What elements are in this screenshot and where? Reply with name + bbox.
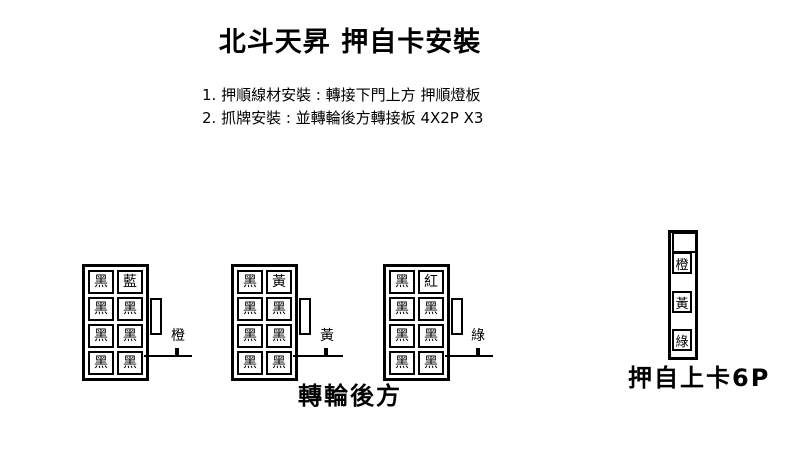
pin: 黑	[117, 297, 143, 321]
pin: 黑	[237, 270, 263, 294]
pin: 黑	[418, 351, 444, 375]
pin: 黑	[237, 324, 263, 348]
card-pin: 橙	[672, 252, 692, 274]
pin: 黑	[389, 351, 415, 375]
reel-rear-caption: 轉輪後方	[298, 382, 402, 410]
wire-color-label: 橙	[171, 328, 185, 344]
card-6p-tab	[672, 232, 697, 253]
pin: 黑	[88, 297, 114, 321]
pin: 黑	[266, 324, 292, 348]
note-line-1: 1. 押順線材安裝 : 轉接下門上方 押順燈板	[202, 86, 481, 104]
pin: 黑	[117, 324, 143, 348]
card-caption: 押自上卡6P	[628, 364, 771, 392]
installation-notes: 1. 押順線材安裝 : 轉接下門上方 押順燈板 2. 抓牌安裝 : 並轉輪後方轉…	[202, 84, 483, 130]
connector-4x2p-2: 黑 黃 黑 黑 黑 黑 黑 黑	[231, 264, 298, 381]
pin: 黑	[418, 324, 444, 348]
pin: 黑	[418, 297, 444, 321]
wire-line	[144, 355, 192, 357]
pin: 黑	[237, 297, 263, 321]
pin: 黑	[237, 351, 263, 375]
card-pin: 黃	[672, 291, 692, 313]
wire-tick	[324, 348, 328, 357]
pin: 黑	[389, 270, 415, 294]
note-line-2: 2. 抓牌安裝 : 並轉輪後方轉接板 4X2P X3	[202, 109, 484, 127]
pin: 藍	[117, 270, 143, 294]
pin: 紅	[418, 270, 444, 294]
pin: 黑	[117, 351, 143, 375]
wire-line	[293, 355, 343, 357]
connector-latch	[299, 298, 311, 335]
wire-color-label: 綠	[471, 328, 485, 344]
wire-line	[445, 355, 493, 357]
wire-tick	[175, 348, 179, 357]
connector-latch	[451, 298, 463, 335]
wire-tick	[476, 348, 480, 357]
wire-color-label: 黃	[320, 328, 334, 344]
pin: 黃	[266, 270, 292, 294]
connector-4x2p-3: 黑 紅 黑 黑 黑 黑 黑 黑	[383, 264, 450, 381]
connector-4x2p-1: 黑 藍 黑 黑 黑 黑 黑 黑	[82, 264, 149, 381]
connector-latch	[150, 298, 162, 335]
pin: 黑	[88, 270, 114, 294]
card-pin: 綠	[672, 329, 692, 351]
pin: 黑	[88, 324, 114, 348]
pin: 黑	[266, 351, 292, 375]
pin: 黑	[88, 351, 114, 375]
pin: 黑	[389, 297, 415, 321]
pin: 黑	[266, 297, 292, 321]
pin: 黑	[389, 324, 415, 348]
page-title: 北斗天昇 押自卡安裝	[218, 27, 482, 58]
